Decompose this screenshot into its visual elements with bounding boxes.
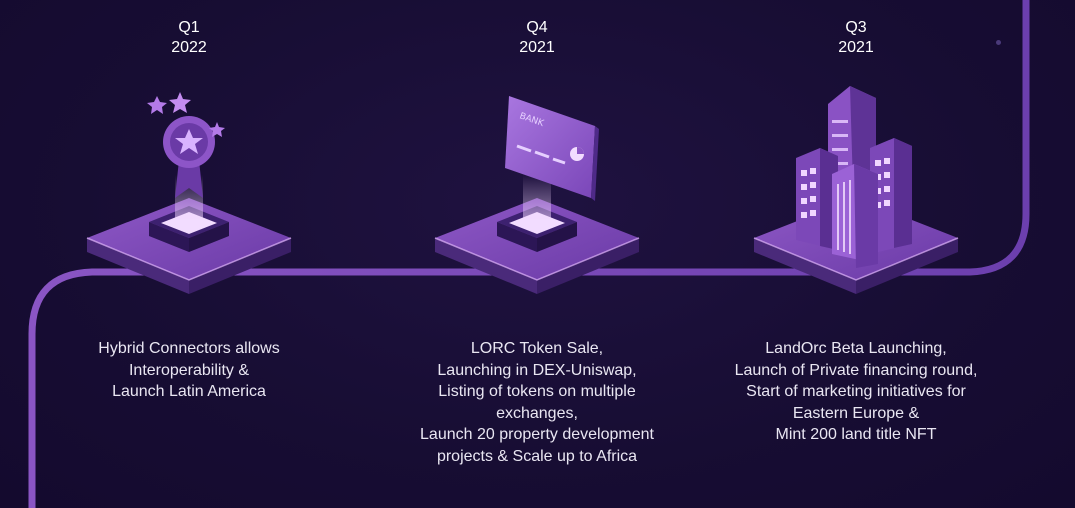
description-line: Hybrid Connectors allows [98, 340, 280, 357]
milestone-period: Q3 2021 [696, 18, 1016, 58]
description-line: Listing of tokens on multiple [438, 383, 636, 400]
decorative-dot [996, 40, 1001, 45]
milestone-q1-2022: Q1 2022 [29, 0, 349, 508]
description-line: Launch 20 property development [420, 426, 654, 443]
description-line: Mint 200 land title NFT [775, 426, 937, 443]
description-line: projects & Scale up to Africa [436, 447, 638, 465]
milestone-period: Q1 2022 [29, 18, 349, 58]
description-line: Launch Latin America [112, 383, 266, 400]
year-label: 2021 [838, 39, 874, 56]
bank-card-icon: BANK [427, 80, 647, 310]
quarter-label: Q4 [526, 19, 548, 36]
quarter-label: Q3 [845, 19, 867, 36]
description-line: LandOrc Beta Launching, [765, 340, 947, 357]
description-line: exchanges, [496, 404, 578, 422]
quarter-label: Q1 [178, 19, 200, 36]
description-line: Interoperability & [128, 361, 250, 379]
description-line: Start of marketing initiatives for [746, 383, 966, 400]
milestone-q4-2021: Q4 2021 [377, 0, 697, 508]
milestone-description: LORC Token Sale, Launching in DEX-Uniswa… [377, 338, 697, 467]
milestone-period: Q4 2021 [377, 18, 697, 58]
year-label: 2021 [519, 39, 555, 56]
description-line: Launch of Private financing round, [734, 361, 978, 379]
milestone-q3-2021: Q3 2021 [696, 0, 1016, 508]
award-badge-icon [79, 80, 299, 310]
description-line: Eastern Europe & [792, 404, 920, 422]
milestone-description: LandOrc Beta Launching, Launch of Privat… [696, 338, 1016, 446]
description-line: LORC Token Sale, [470, 340, 604, 357]
description-line: Launching in DEX-Uniswap, [437, 361, 637, 379]
city-buildings-icon [746, 80, 966, 310]
milestone-description: Hybrid Connectors allows Interoperabilit… [29, 338, 349, 403]
year-label: 2022 [171, 39, 207, 56]
